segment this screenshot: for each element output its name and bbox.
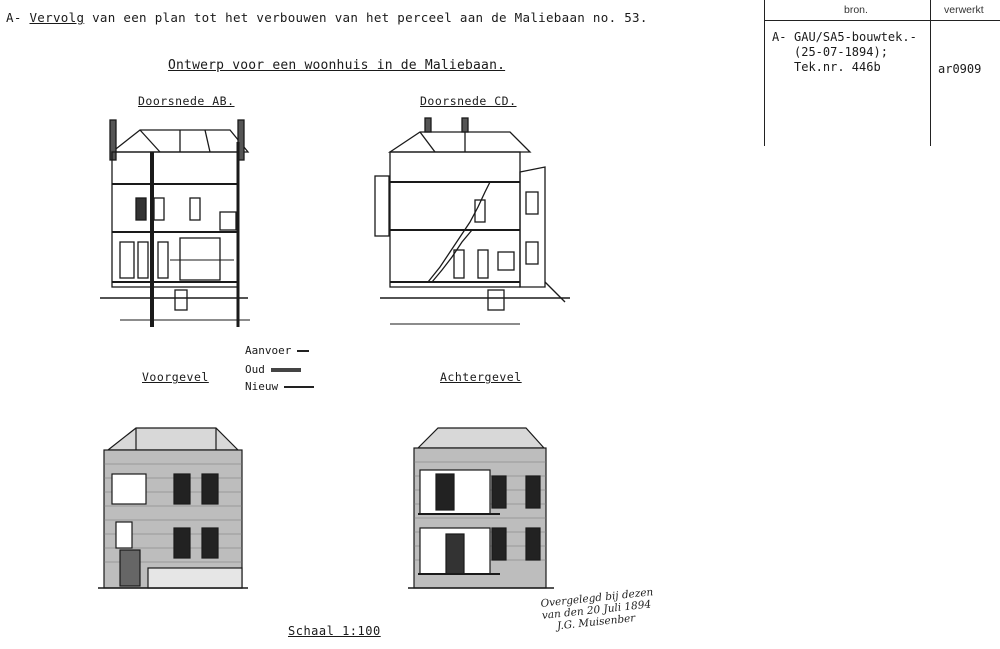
header-rest: van een plan tot het verbouwen van het p… xyxy=(92,10,648,25)
legend-oud-swatch xyxy=(270,367,301,372)
source-box-left-border xyxy=(764,0,765,146)
label-doorsnede-ab: Doorsnede AB. xyxy=(138,94,235,108)
source-box: bron. verwerkt A- GAU/SA5-bouwtek.- (25-… xyxy=(764,0,1000,146)
label-doorsnede-cd: Doorsnede CD. xyxy=(420,94,517,108)
drawing-title: Ontwerp voor een woonhuis in de Maliebaa… xyxy=(168,58,506,73)
legend-aanvoer: Aanvoer xyxy=(245,344,314,357)
header-vervolg: Vervolg xyxy=(29,10,85,25)
source-marker: A- xyxy=(772,30,787,44)
source-box-header-rule xyxy=(764,20,1000,21)
drawing-section-cd xyxy=(374,117,570,325)
drawing-achtergevel xyxy=(408,427,554,589)
legend-nieuw-label: Nieuw xyxy=(245,380,279,393)
legend-oud-label: Oud xyxy=(245,363,265,376)
source-bron-text: GAU/SA5-bouwtek.- (25-07-1894); Tek.nr. … xyxy=(794,30,917,74)
header-prefix: A- xyxy=(6,10,22,25)
label-voorgevel: Voorgevel xyxy=(142,370,209,384)
legend-nieuw: Nieuw xyxy=(245,380,315,393)
scale-label: Schaal 1:100 xyxy=(288,624,381,638)
legend-nieuw-swatch xyxy=(284,385,315,388)
source-col-verwerkt: verwerkt xyxy=(944,4,984,16)
source-box-divider xyxy=(930,0,931,146)
label-achtergevel: Achtergevel xyxy=(440,370,522,384)
legend-oud: Oud xyxy=(245,363,314,376)
legend-aanvoer-line xyxy=(297,349,310,352)
source-col-bron: bron. xyxy=(844,4,868,16)
drawing-section-ab xyxy=(100,119,250,327)
legend-aanvoer-label: Aanvoer xyxy=(245,344,292,357)
drawing-voorgevel xyxy=(98,427,248,589)
legend: Aanvoer Oud Nieuw xyxy=(245,344,315,393)
header-line: A- Vervolg van een plan tot het verbouwe… xyxy=(6,10,648,25)
source-verwerkt-text: ar0909 xyxy=(938,62,982,76)
